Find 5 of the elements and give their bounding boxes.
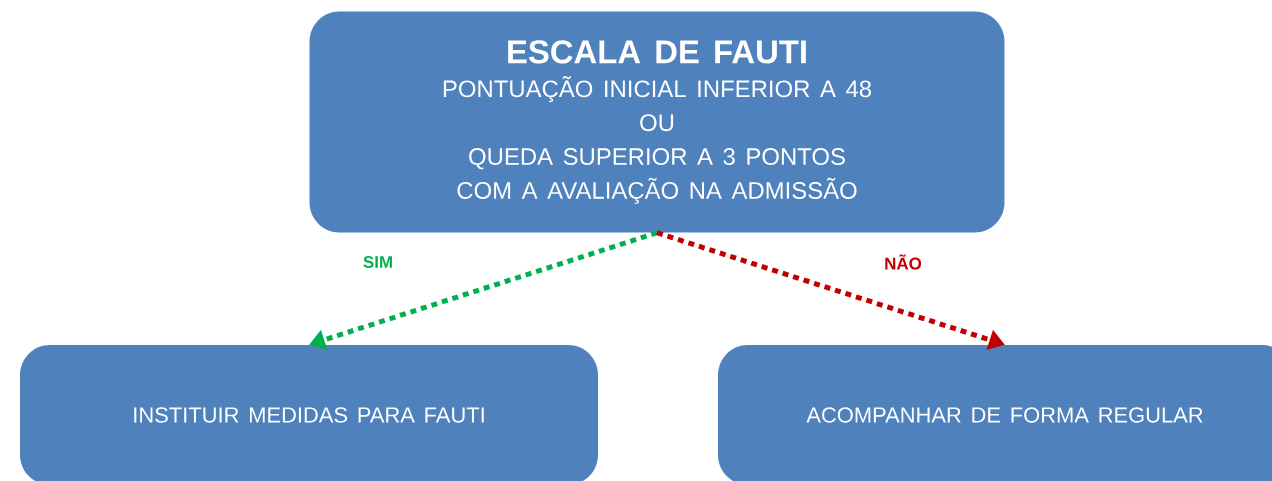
process-box: INSTITUIR MEDIDAS PARA FAUTI bbox=[20, 345, 598, 481]
process-box: ESCALA DE FAUTI PONTUAÇÃO INICIAL INFERIOR A 48 OU QUEDA SUPERIOR A 3 PONTOS COM A AVALIAÇÃO NA ADMISSÃO bbox=[309, 11, 1005, 233]
edge-label: NÃO bbox=[883, 253, 923, 271]
edge-label: SIM bbox=[361, 255, 395, 269]
process-box: ACOMPANHAR DE FORMA REGULAR bbox=[718, 345, 1272, 481]
